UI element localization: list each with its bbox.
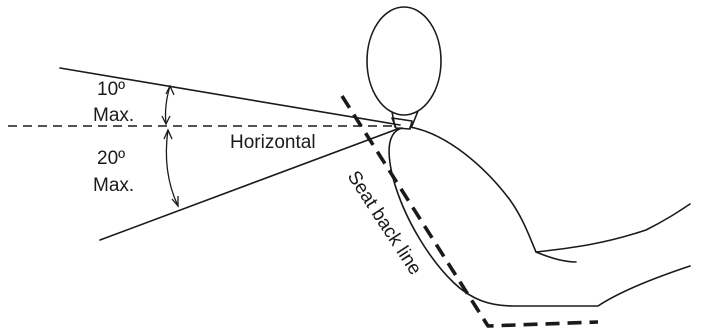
- upper-angle-arrow-bottom: [161, 115, 171, 126]
- lower-angle-value-label: 20º: [97, 148, 125, 169]
- upper-angle-max-label: Max.: [93, 105, 134, 126]
- lower-angle-max-label: Max.: [93, 175, 134, 196]
- lower-sight-line: [99, 127, 401, 241]
- occupant-body: [388, 127, 691, 307]
- lower-angle-arrow-top: [163, 128, 173, 140]
- upper-angle-value-label: 10º: [97, 79, 125, 100]
- upper-sight-line: [59, 67, 401, 126]
- upper-angle-arc: [164, 85, 171, 125]
- occupant-head: [366, 6, 442, 116]
- lower-angle-arc: [165, 129, 179, 207]
- seat-back-line: [340, 95, 599, 328]
- occupant-torso-seam: [535, 251, 577, 263]
- upper-angle-arrow-top: [165, 84, 175, 96]
- seat-back-line-label: Seat back line: [343, 167, 426, 279]
- occupant-arm: [409, 126, 691, 253]
- lower-angle-arrow-bottom: [171, 196, 179, 208]
- horizontal-label: Horizontal: [230, 132, 316, 153]
